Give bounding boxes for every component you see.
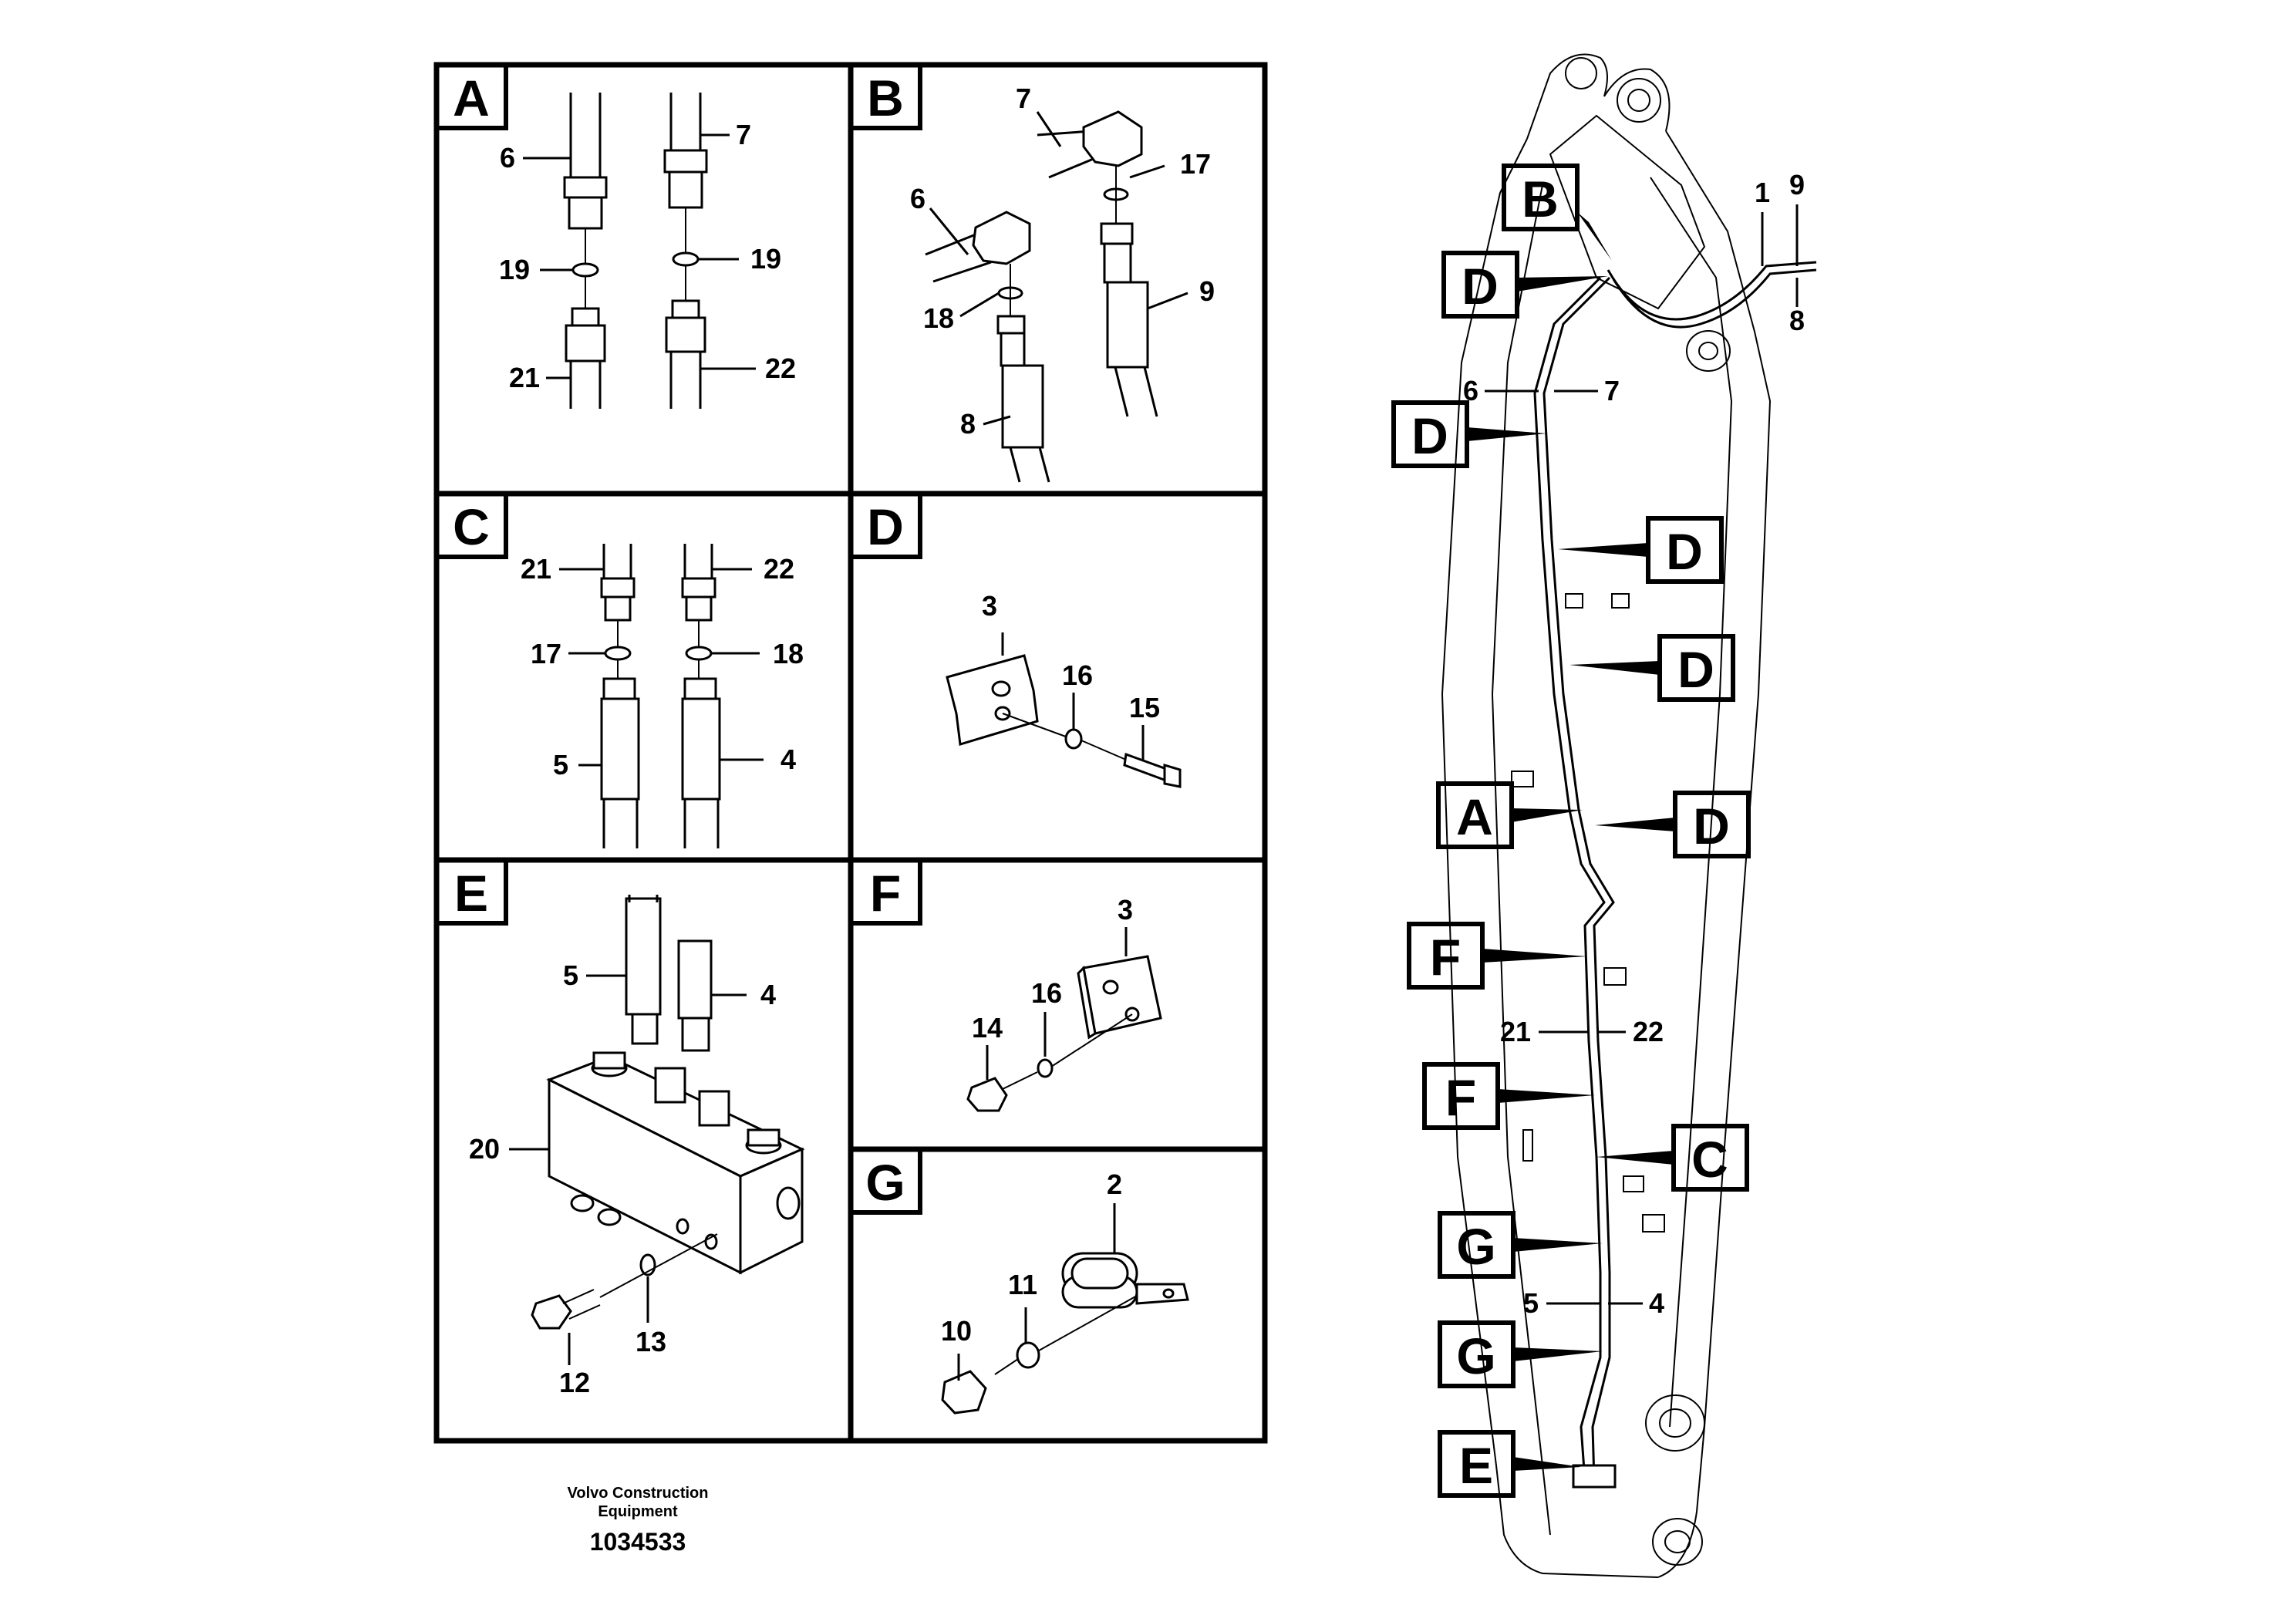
boom-callout-6: 6	[1463, 375, 1478, 406]
svg-text:B: B	[867, 69, 904, 126]
callout-b-18: 18	[923, 302, 954, 334]
boom-callout-9: 9	[1789, 169, 1805, 201]
svg-text:G: G	[1456, 1218, 1495, 1275]
svg-text:D: D	[1411, 407, 1448, 464]
callout-c-5: 5	[553, 749, 568, 781]
panel-f-tag: F	[848, 858, 922, 926]
callout-d-15: 15	[1129, 692, 1160, 723]
callout-e-4: 4	[760, 979, 776, 1010]
callout-f-16: 16	[1031, 977, 1062, 1009]
svg-text:D: D	[1677, 641, 1714, 698]
boom-tag-f-2: F	[1422, 1062, 1595, 1130]
svg-text:D: D	[1666, 523, 1703, 580]
callout-c-21: 21	[521, 553, 551, 585]
boom-hose-route	[1533, 261, 1817, 1489]
callout-b-9: 9	[1199, 275, 1215, 307]
callout-a-19-left: 19	[499, 254, 530, 285]
callout-a-6: 6	[500, 142, 515, 174]
boom-callout-7: 7	[1604, 375, 1620, 406]
callout-c-4: 4	[781, 744, 796, 775]
boom-callout-22: 22	[1633, 1016, 1664, 1047]
panel-c-tag: C	[434, 491, 508, 559]
boom-outline	[1441, 53, 1772, 1578]
panel-d-tag: D	[848, 491, 922, 559]
boom-callout-5: 5	[1523, 1287, 1539, 1319]
callout-b-7: 7	[1016, 83, 1031, 114]
callout-e-12: 12	[559, 1367, 590, 1398]
boom-tag-d-4: D	[1569, 634, 1735, 702]
panel-g-tag: G	[848, 1147, 922, 1215]
boom-tag-f-1: F	[1407, 922, 1587, 990]
svg-text:D: D	[1693, 798, 1730, 855]
boom-callout-leaders	[1485, 204, 1799, 1305]
boom-tag-g-2: G	[1438, 1320, 1603, 1388]
svg-text:A: A	[1456, 788, 1493, 845]
svg-text:A: A	[453, 69, 490, 126]
boom-tag-a: A	[1436, 781, 1583, 849]
callout-a-7: 7	[736, 119, 751, 150]
boom-tag-g-1: G	[1438, 1211, 1603, 1279]
callout-g-10: 10	[941, 1315, 972, 1347]
callout-e-13: 13	[636, 1326, 666, 1357]
company-name-line1: Volvo Construction	[568, 1485, 709, 1502]
svg-text:C: C	[1691, 1131, 1728, 1188]
callout-c-18: 18	[773, 638, 804, 669]
panel-c-illustration	[559, 544, 764, 848]
boom-tag-d-1: D	[1441, 251, 1608, 319]
boom-tag-d-5: D	[1595, 791, 1751, 858]
boom-callout-21: 21	[1500, 1016, 1531, 1047]
svg-text:E: E	[454, 865, 488, 922]
callout-e-5: 5	[563, 959, 578, 991]
callout-d-16: 16	[1062, 659, 1093, 691]
callout-f-14: 14	[972, 1012, 1003, 1044]
panel-g-illustration	[941, 1203, 1189, 1415]
boom-callout-8: 8	[1789, 305, 1805, 336]
company-name-line2: Equipment	[598, 1503, 678, 1520]
svg-text:C: C	[453, 498, 490, 555]
svg-text:D: D	[1462, 258, 1499, 315]
panel-b-illustration	[925, 110, 1188, 483]
svg-text:F: F	[1445, 1069, 1476, 1126]
boom-tag-e: E	[1438, 1430, 1581, 1498]
panel-a-tag: A	[434, 62, 508, 130]
callout-e-20: 20	[469, 1133, 500, 1165]
boom-callout-4: 4	[1649, 1287, 1664, 1319]
callout-g-2: 2	[1107, 1168, 1122, 1200]
boom-tag-c: C	[1596, 1124, 1749, 1192]
panel-f-illustration	[966, 927, 1162, 1112]
boom-tag-b: B	[1502, 164, 1612, 261]
callout-c-22: 22	[764, 553, 794, 585]
callout-g-11: 11	[1008, 1269, 1037, 1300]
panel-b-tag: B	[848, 62, 922, 130]
callout-a-21: 21	[509, 362, 540, 393]
callout-a-22: 22	[765, 352, 796, 384]
svg-text:B: B	[1522, 170, 1559, 228]
panel-e-illustration	[509, 895, 805, 1365]
callout-a-19-right: 19	[750, 243, 781, 275]
panel-e-tag: E	[434, 858, 508, 926]
callout-b-6: 6	[910, 183, 925, 214]
callout-d-3: 3	[982, 590, 997, 622]
svg-text:G: G	[1456, 1327, 1495, 1384]
svg-text:D: D	[867, 498, 904, 555]
panel-d-illustration	[946, 632, 1182, 788]
callout-c-17: 17	[531, 638, 561, 669]
drawing-number: 1034533	[590, 1528, 686, 1556]
boom-callout-1: 1	[1755, 177, 1770, 208]
callout-b-17: 17	[1180, 148, 1211, 180]
boom-tag-d-2: D	[1391, 400, 1546, 468]
callout-f-3: 3	[1118, 894, 1133, 926]
panel-a-illustration	[523, 93, 756, 409]
boom-tag-d-3: D	[1558, 516, 1724, 584]
svg-text:F: F	[870, 865, 901, 922]
callout-b-8: 8	[960, 408, 976, 440]
svg-text:G: G	[865, 1154, 905, 1211]
svg-text:F: F	[1430, 929, 1461, 986]
svg-text:E: E	[1459, 1437, 1493, 1494]
